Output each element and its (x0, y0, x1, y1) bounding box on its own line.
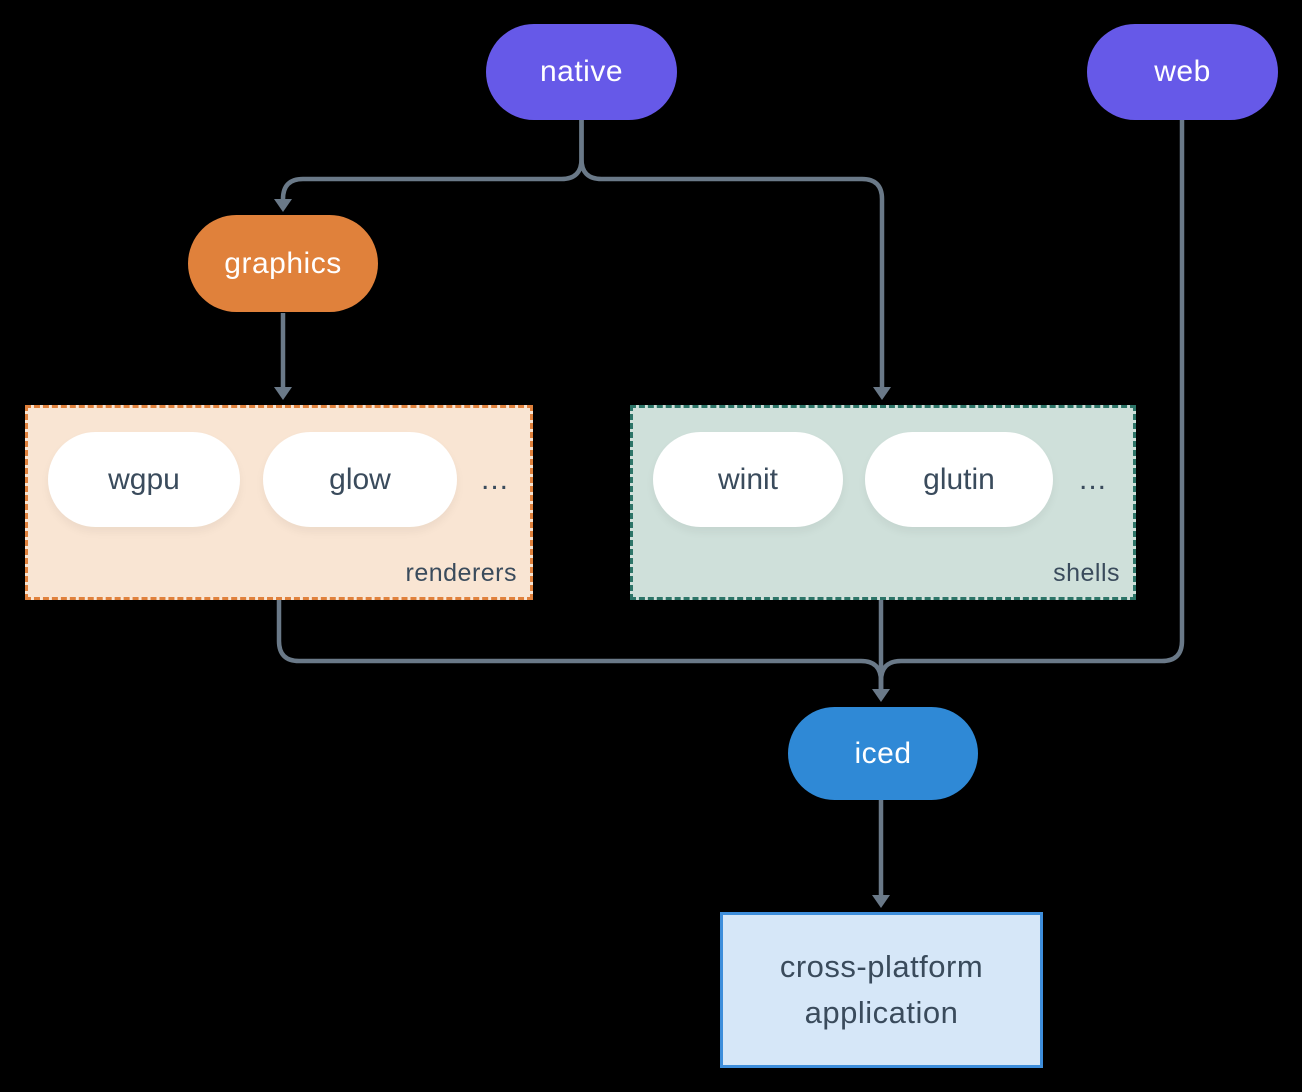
node-graphics-label: graphics (224, 246, 342, 280)
arrowhead-into-graphics (274, 199, 292, 212)
node-winit: winit (653, 432, 843, 527)
application-label-line-2: application (804, 995, 959, 1030)
renderers-ellipsis: ... (480, 462, 509, 496)
node-cross-platform-application: cross-platform application (720, 912, 1043, 1068)
node-glow: glow (263, 432, 457, 527)
node-wgpu-label: wgpu (108, 462, 180, 496)
arrowhead-into-shells (873, 387, 891, 400)
node-winit-label: winit (717, 462, 778, 496)
node-graphics: graphics (188, 215, 378, 312)
node-web: web (1087, 24, 1278, 120)
arrowhead-into-renderers (274, 387, 292, 400)
node-native-label: native (539, 55, 624, 88)
arrowhead-into-application (872, 895, 890, 908)
node-glutin-label: glutin (923, 462, 995, 496)
edge-renderers-iced (276, 600, 884, 689)
shells-ellipsis: ... (1078, 462, 1107, 496)
node-iced-label: iced (854, 736, 912, 770)
group-renderers-label: renderers (405, 559, 517, 587)
group-shells: winit glutin ... shells (630, 405, 1136, 600)
edge-native-shells (579, 120, 885, 388)
node-web-label: web (1154, 55, 1211, 88)
node-native: native (486, 24, 677, 120)
group-shells-label: shells (1053, 559, 1120, 587)
node-iced: iced (788, 707, 978, 800)
node-wgpu: wgpu (48, 432, 240, 527)
edge-native-graphics (280, 120, 584, 200)
arrowhead-into-iced (872, 689, 890, 702)
group-renderers: wgpu glow ... renderers (25, 405, 533, 600)
application-label-line-1: cross-platform (779, 948, 984, 984)
node-glutin: glutin (865, 432, 1053, 527)
node-glow-label: glow (329, 462, 391, 496)
